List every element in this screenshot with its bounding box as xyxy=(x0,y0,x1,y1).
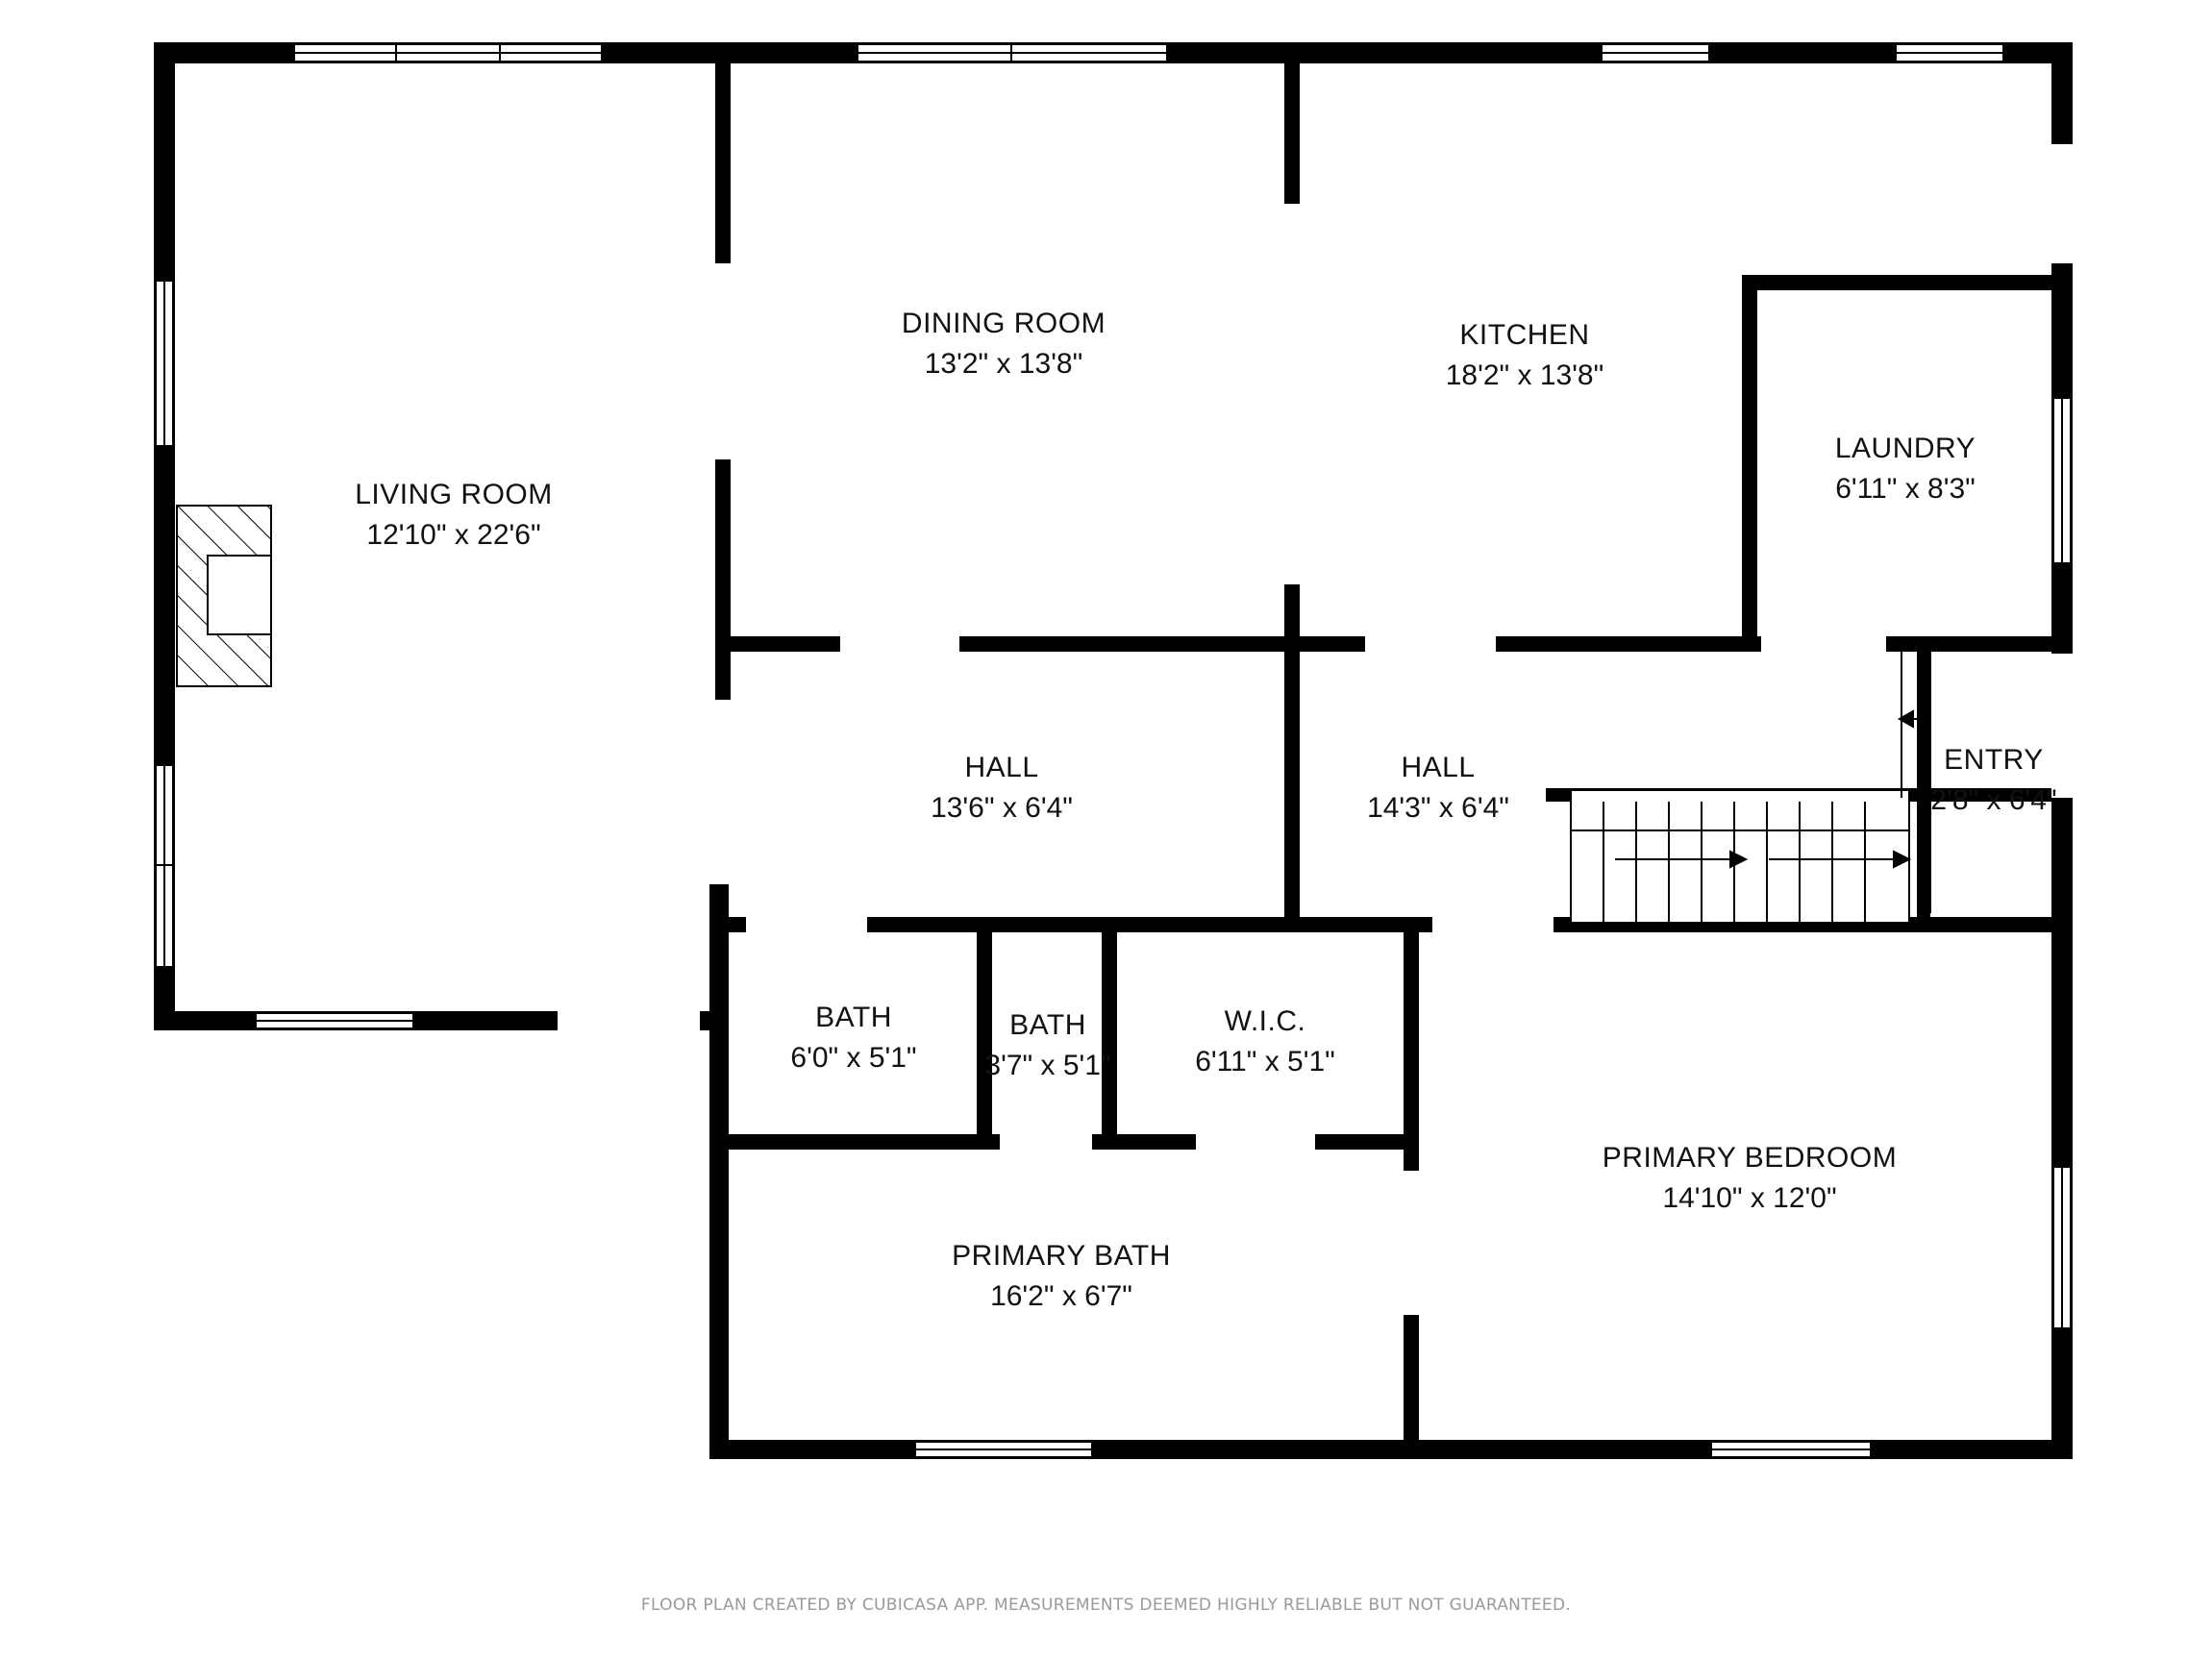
disclaimer-footer: FLOOR PLAN CREATED BY CUBICASA APP. MEAS… xyxy=(640,1596,1572,1615)
fireplace-symbol xyxy=(176,505,272,687)
room-dims-bath-1: 6'0" x 5'1" xyxy=(790,1042,916,1074)
room-name-primary-bedroom: PRIMARY BEDROOM xyxy=(1603,1142,1897,1174)
room-dims-entry: 2'8" x 6'4" xyxy=(1930,784,2056,816)
room-dims-laundry: 6'11" x 8'3" xyxy=(1835,473,1976,505)
windows xyxy=(155,43,2072,1458)
room-dims-primary-bedroom: 14'10" x 12'0" xyxy=(1662,1182,1836,1214)
room-name-kitchen: KITCHEN xyxy=(1459,319,1589,351)
room-name-bath-1: BATH xyxy=(815,1002,892,1033)
openings xyxy=(558,144,2073,1315)
room-name-living-room: LIVING ROOM xyxy=(355,479,553,510)
room-name-hall-east: HALL xyxy=(1401,752,1475,783)
room-name-laundry: LAUNDRY xyxy=(1835,433,1976,464)
room-name-primary-bath: PRIMARY BATH xyxy=(952,1240,1171,1272)
room-name-wic: W.I.C. xyxy=(1225,1005,1306,1037)
room-dims-wic: 6'11" x 5'1" xyxy=(1195,1046,1335,1077)
room-dims-bath-2: 3'7" x 5'1" xyxy=(984,1050,1110,1081)
room-dims-hall-east: 14'3" x 6'4" xyxy=(1367,792,1509,824)
room-name-entry: ENTRY xyxy=(1944,744,2044,776)
room-dims-living-room: 12'10" x 22'6" xyxy=(366,519,540,551)
room-dims-hall-west: 13'6" x 6'4" xyxy=(931,792,1073,824)
room-dims-dining-room: 13'2" x 13'8" xyxy=(925,348,1083,380)
room-name-bath-2: BATH xyxy=(1009,1009,1086,1041)
staircase xyxy=(1570,650,1931,924)
room-name-dining-room: DINING ROOM xyxy=(902,308,1106,339)
room-name-hall-west: HALL xyxy=(964,752,1038,783)
room-dims-primary-bath: 16'2" x 6'7" xyxy=(990,1280,1132,1312)
room-dims-kitchen: 18'2" x 13'8" xyxy=(1446,359,1604,391)
